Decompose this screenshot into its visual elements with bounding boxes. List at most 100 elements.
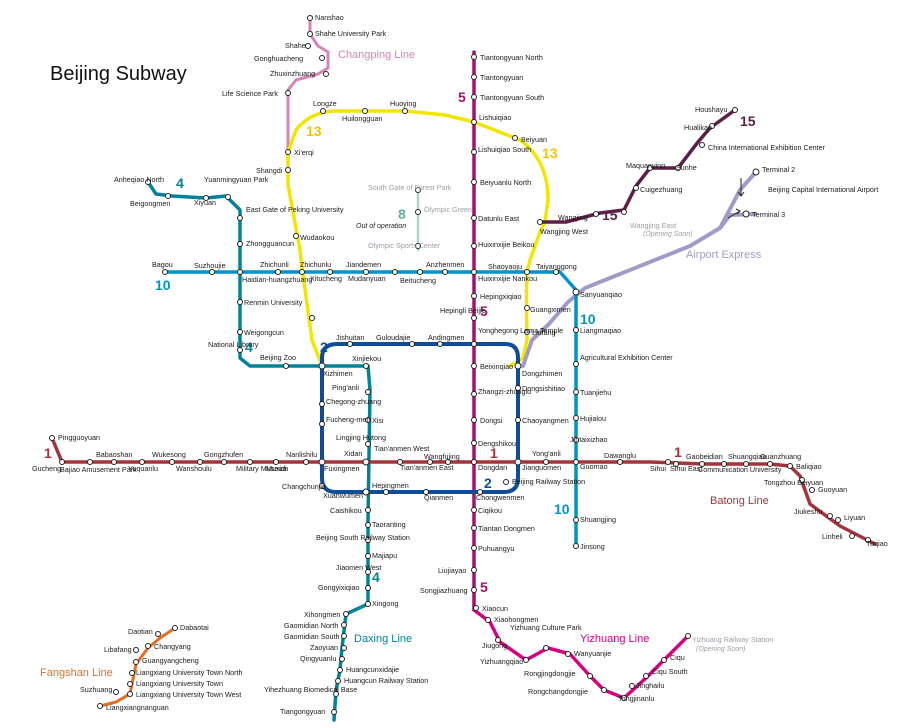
station-marker[interactable] xyxy=(427,459,433,465)
station-label[interactable]: East Gate of Peking University xyxy=(246,205,344,214)
station-marker[interactable] xyxy=(685,633,691,639)
station-label[interactable]: Wukesong xyxy=(152,450,186,459)
station-label[interactable]: Bagou xyxy=(152,260,173,269)
station-marker[interactable] xyxy=(415,243,421,249)
station-marker[interactable] xyxy=(543,459,549,465)
station-marker[interactable] xyxy=(573,437,579,443)
station-label[interactable]: Linheli xyxy=(822,532,843,541)
station-marker[interactable] xyxy=(237,329,243,335)
station-marker[interactable] xyxy=(307,15,313,21)
station-label[interactable]: Gaomidian North xyxy=(284,621,338,630)
station-marker[interactable] xyxy=(383,489,389,495)
station-marker[interactable] xyxy=(237,215,243,221)
station-label[interactable]: Nanshao xyxy=(315,13,344,22)
station-label[interactable]: Mudanyuan xyxy=(348,274,386,283)
station-label[interactable]: Longze xyxy=(313,99,337,108)
station-marker[interactable] xyxy=(471,440,477,446)
station-label[interactable]: Sanyuanqiao xyxy=(580,290,622,299)
station-label[interactable]: Zhichunlu xyxy=(300,260,331,269)
station-marker[interactable] xyxy=(471,54,477,60)
station-marker[interactable] xyxy=(512,135,518,141)
station-label[interactable]: Hualikan xyxy=(684,123,712,132)
station-label[interactable]: Ciqu xyxy=(670,653,685,662)
station-marker[interactable] xyxy=(133,647,139,653)
station-label[interactable]: Wanshoulu xyxy=(176,464,212,473)
station-marker[interactable] xyxy=(305,43,311,49)
station-label[interactable]: Xiaocun xyxy=(482,604,508,613)
station-label[interactable]: Shahe xyxy=(285,41,306,50)
station-label[interactable]: Tian'anmen West xyxy=(374,444,429,453)
station-label[interactable]: Jiandemen xyxy=(346,260,381,269)
station-marker[interactable] xyxy=(617,459,623,465)
station-label[interactable]: Shahe University Park xyxy=(315,29,387,38)
station-marker[interactable] xyxy=(477,489,483,495)
station-label[interactable]: Rongjingdongjie xyxy=(524,669,576,678)
station-label[interactable]: Zhichunli xyxy=(260,260,289,269)
station-marker[interactable] xyxy=(471,341,477,347)
station-marker[interactable] xyxy=(155,631,161,637)
station-label[interactable]: Liangxiang University Town West xyxy=(136,690,241,699)
station-label[interactable]: Xiaohongmen xyxy=(494,615,538,624)
station-marker[interactable] xyxy=(495,637,501,643)
station-marker[interactable] xyxy=(565,651,571,657)
station-label[interactable]: Wangjing xyxy=(558,213,588,222)
station-label[interactable]: Wanyuanjie xyxy=(574,649,611,658)
station-marker[interactable] xyxy=(318,362,326,370)
station-marker[interactable] xyxy=(485,617,491,623)
station-label[interactable]: Chongwenmen xyxy=(476,493,524,502)
station-marker[interactable] xyxy=(285,149,291,155)
station-marker[interactable] xyxy=(665,459,671,465)
station-marker[interactable] xyxy=(471,119,477,125)
station-marker[interactable] xyxy=(133,659,139,665)
station-marker[interactable] xyxy=(293,233,299,239)
station-marker[interactable] xyxy=(515,417,521,423)
station-label[interactable]: Gucheng xyxy=(32,464,61,473)
station-marker[interactable] xyxy=(573,389,579,395)
station-label[interactable]: Beixinqiao xyxy=(480,362,513,371)
station-label[interactable]: Guangximen xyxy=(530,305,571,314)
station-label[interactable]: Cuigezhuang xyxy=(640,185,682,194)
station-label[interactable]: Jintaixizhao xyxy=(570,435,608,444)
station-marker[interactable] xyxy=(275,269,281,275)
station-label[interactable]: Huangcun Railway Station xyxy=(344,676,428,685)
station-marker[interactable] xyxy=(285,167,291,173)
station-marker[interactable] xyxy=(471,507,477,513)
station-marker[interactable] xyxy=(629,683,635,689)
station-marker[interactable] xyxy=(503,479,509,485)
station-label[interactable]: Olympic Sports Center xyxy=(368,241,441,250)
station-marker[interactable] xyxy=(365,553,371,559)
station-marker[interactable] xyxy=(743,461,749,467)
station-marker[interactable] xyxy=(365,569,371,575)
station-label[interactable]: Dongzhimen xyxy=(522,369,562,378)
station-label[interactable]: Dongsishitiao xyxy=(522,384,565,393)
station-label[interactable]: Tongjinanlu xyxy=(618,694,654,703)
station-label[interactable]: National Library xyxy=(208,340,259,349)
station-label[interactable]: Jinghailu xyxy=(636,681,664,690)
station-label[interactable]: Jishuitan xyxy=(336,333,364,342)
station-marker[interactable] xyxy=(699,461,705,467)
station-marker[interactable] xyxy=(365,507,371,513)
station-marker[interactable] xyxy=(471,94,477,100)
station-marker[interactable] xyxy=(172,625,178,631)
station-marker[interactable] xyxy=(139,459,145,465)
station-marker[interactable] xyxy=(59,459,65,465)
station-marker[interactable] xyxy=(643,673,649,679)
station-marker[interactable] xyxy=(515,385,521,391)
station-label[interactable]: Dongsi xyxy=(480,416,503,425)
station-label[interactable]: Chegong-zhuang xyxy=(326,397,381,406)
station-label[interactable]: Zhongguancun xyxy=(246,239,294,248)
station-marker[interactable] xyxy=(471,391,477,397)
station-label[interactable]: Hujialou xyxy=(580,414,606,423)
station-marker[interactable] xyxy=(392,269,398,275)
station-label[interactable]: Dengshikou xyxy=(478,439,516,448)
station-label[interactable]: Suzhoujie xyxy=(194,261,226,270)
station-label[interactable]: Tongzhou Beiyuan xyxy=(764,478,823,487)
station-marker[interactable] xyxy=(343,611,349,617)
station-marker[interactable] xyxy=(647,165,653,171)
station-label[interactable]: Zhangzi-zhonglu xyxy=(478,387,531,396)
station-label[interactable]: Lishuiqiao South xyxy=(478,145,531,154)
station-marker[interactable] xyxy=(365,522,371,528)
station-label[interactable]: Qingyuanlu xyxy=(300,654,336,663)
station-label[interactable]: Xiyuan xyxy=(194,198,216,207)
station-label[interactable]: Andingmen xyxy=(428,333,464,342)
